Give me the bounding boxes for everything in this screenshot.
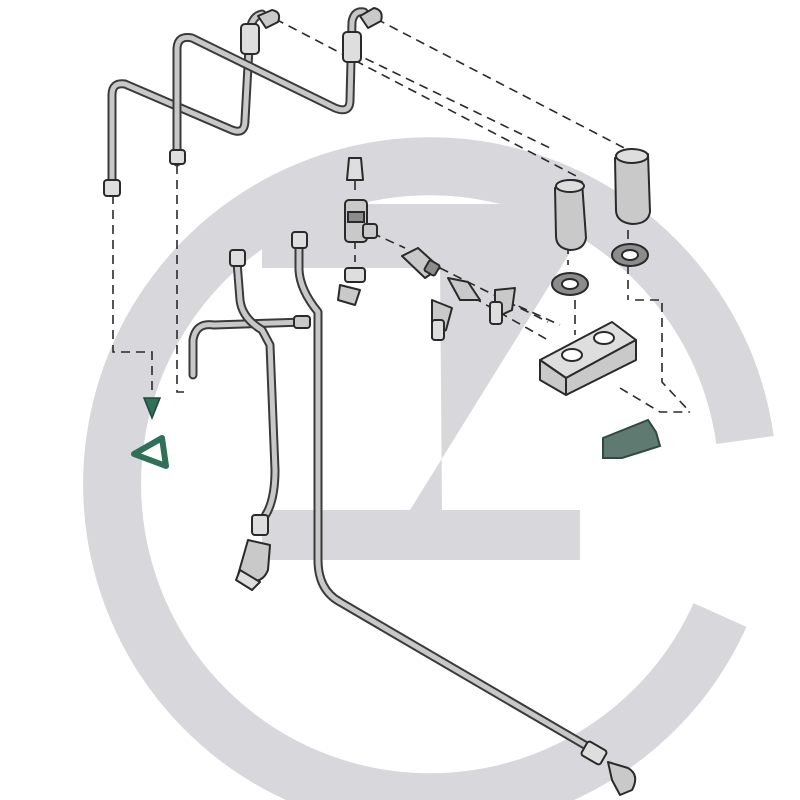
sealing-washers xyxy=(551,243,649,296)
t-piece-assembly xyxy=(337,157,378,306)
upper-brake-pipes xyxy=(107,7,369,195)
triangle-pointer-icon xyxy=(142,397,162,421)
banjo-bolts xyxy=(431,277,516,341)
pressure-valves xyxy=(554,148,651,251)
dashed-leader-lines xyxy=(112,11,691,413)
mounting-block xyxy=(539,321,637,396)
upper-pipe-fittings xyxy=(103,7,383,197)
lower-brake-pipes xyxy=(188,235,595,753)
accent-ring-triangle-icon xyxy=(131,435,169,469)
lower-pipe-fittings xyxy=(229,231,637,796)
bleed-connector xyxy=(401,247,441,279)
direction-arrow-icon xyxy=(602,418,662,459)
